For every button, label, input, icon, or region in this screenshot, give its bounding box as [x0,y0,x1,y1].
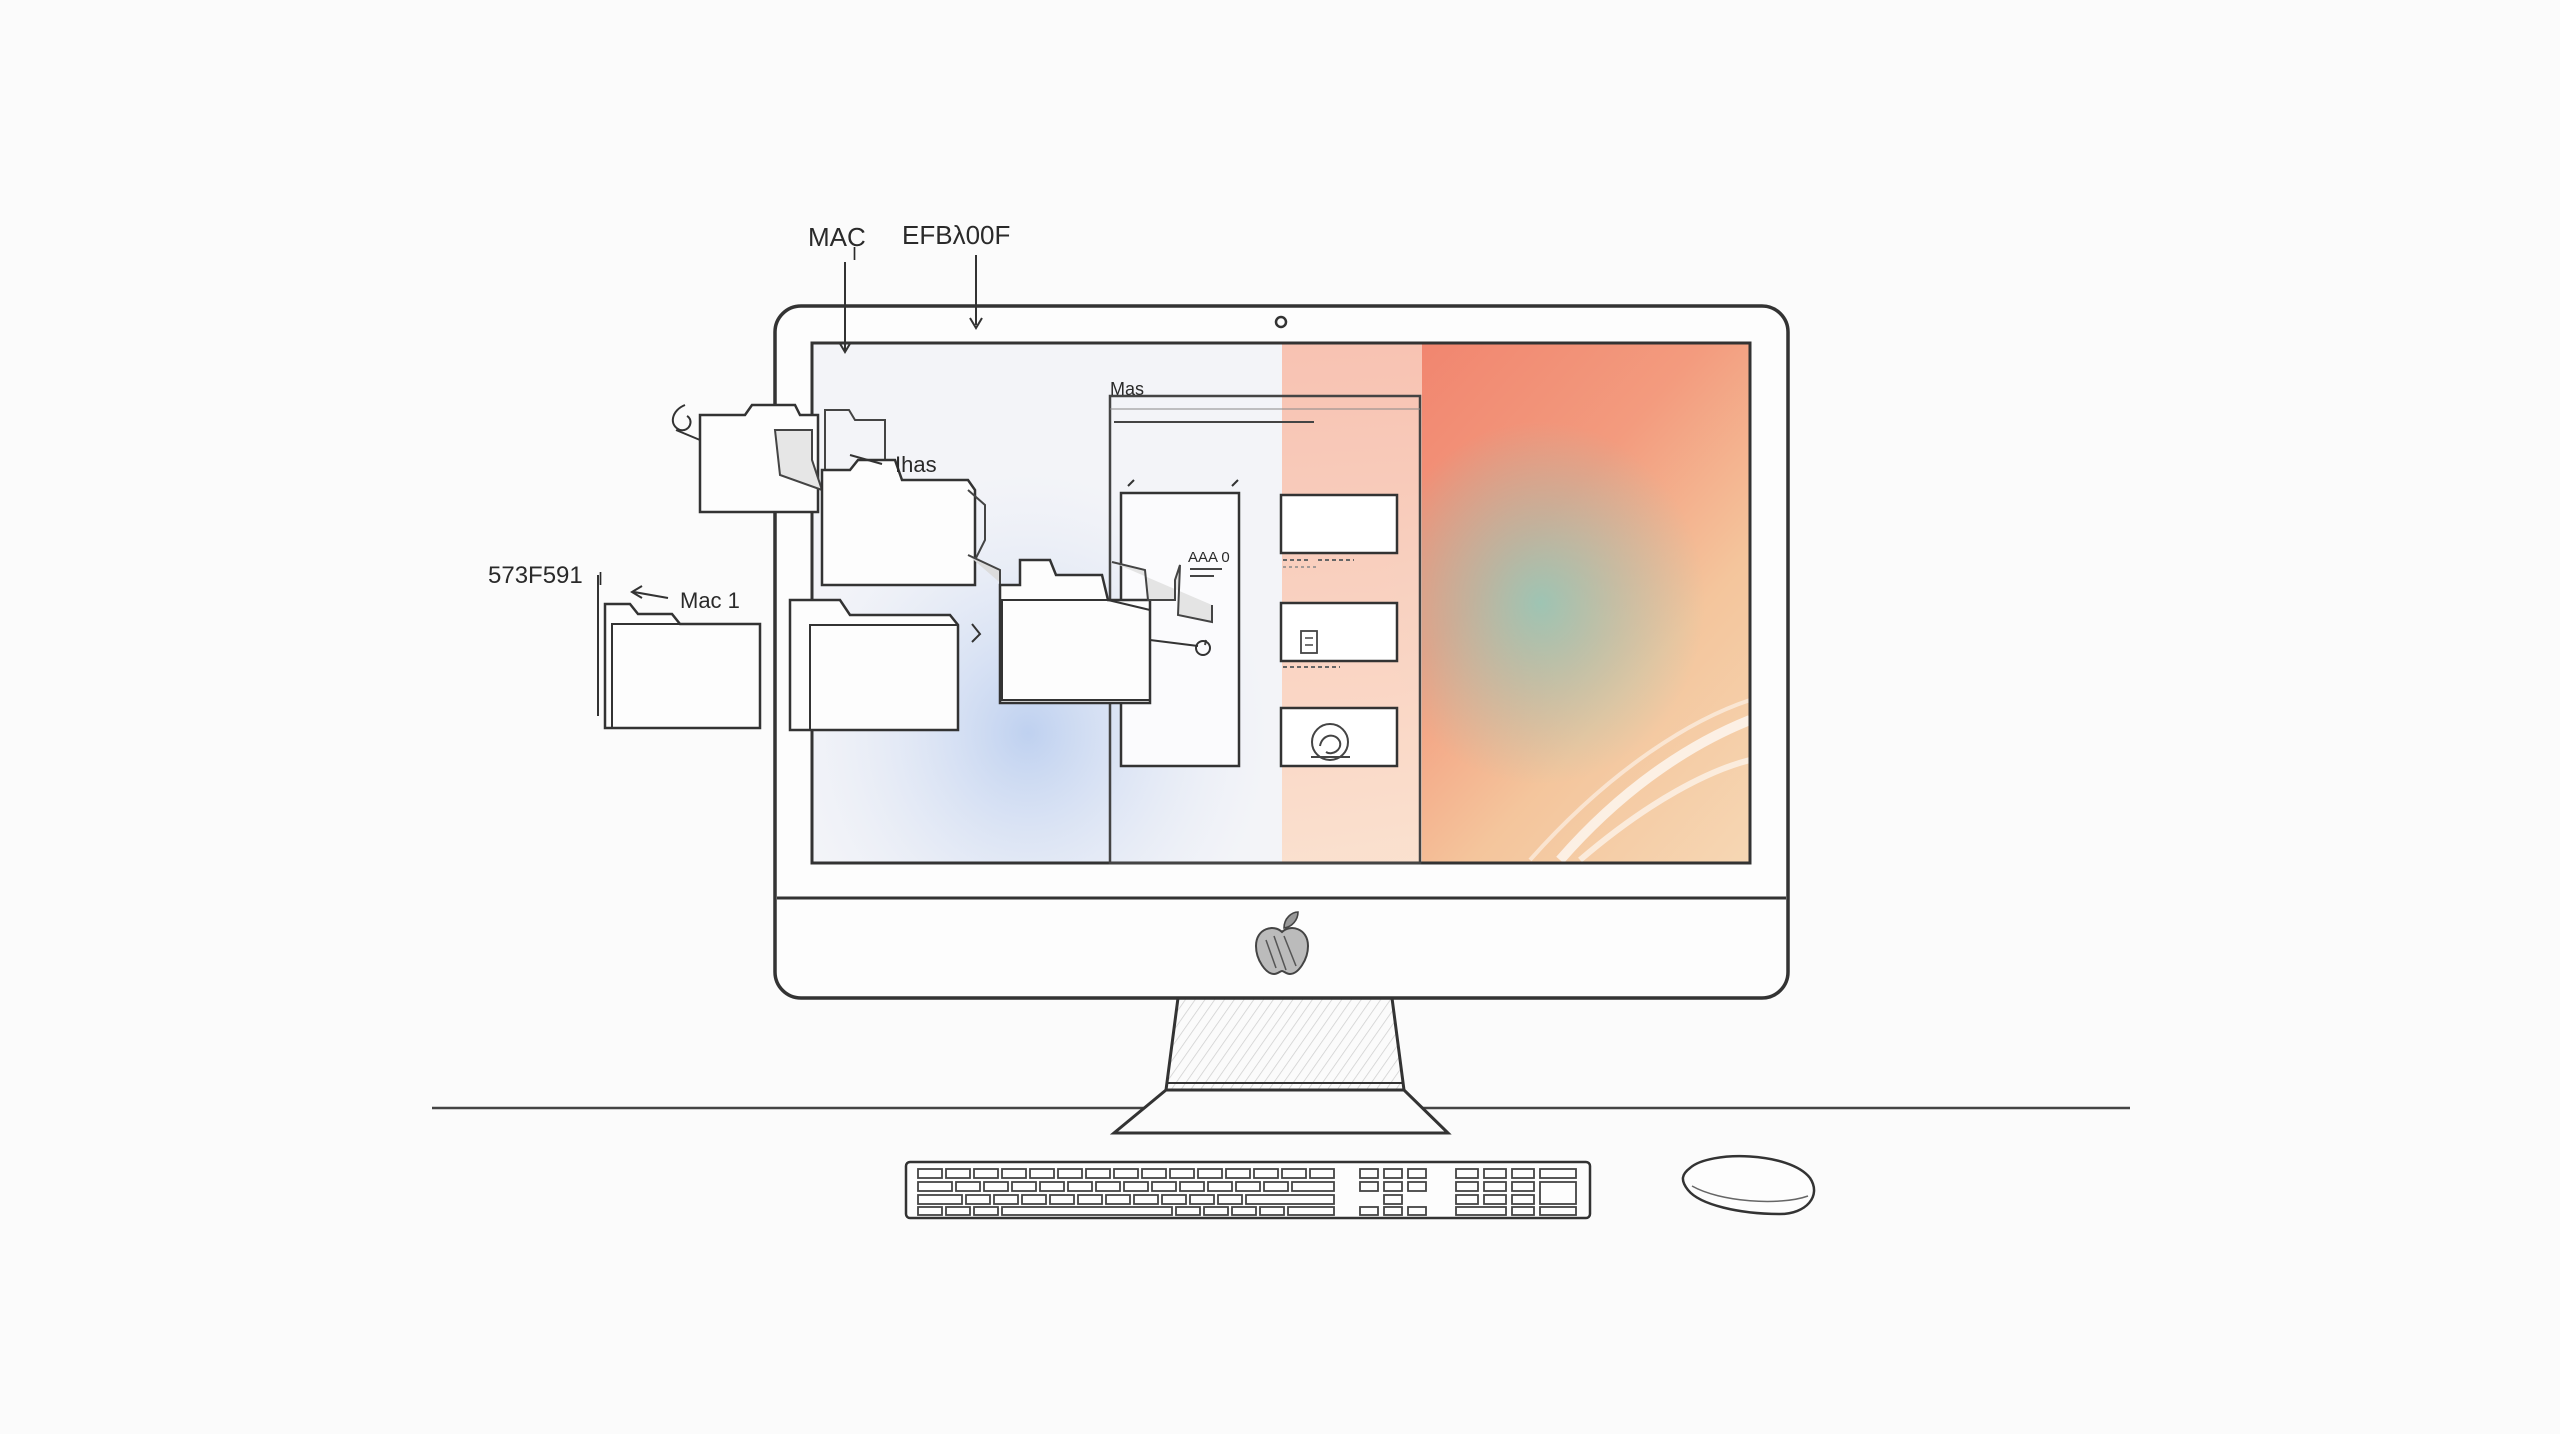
top-left-mark: I [852,244,857,264]
folder-icon[interactable] [998,558,1213,705]
keyboard[interactable] [904,1160,1592,1220]
left-code: 573F591 [488,562,583,589]
top-right-label: EFBλ00F [902,220,1010,250]
folder-callout-arrow [849,454,883,465]
folder-arrow [971,623,982,643]
left-callout: Mac 1 [680,588,740,613]
folder-icon[interactable] [820,458,986,587]
webcam-icon [1274,315,1288,329]
mouse[interactable] [1681,1154,1816,1216]
apple-logo-icon [1254,911,1310,976]
folder-callout: Ihas [895,452,937,477]
monitor-stand [1109,996,1452,1135]
folder-icon[interactable] [788,598,960,732]
thumbnail-3[interactable] [1279,706,1399,768]
left-code-mark: I [598,569,603,589]
panel-text: AAA 0 [1188,549,1230,566]
thumbnail-1[interactable] [1279,493,1399,568]
window-title: Mas [1110,379,1144,399]
left-callout-arrow [633,591,669,599]
apple-logo-icon [1311,723,1349,761]
top-left-label: MAC [808,222,866,252]
thumbnail-2[interactable] [1279,601,1399,668]
folder-icon[interactable] [671,403,824,514]
folder-icon[interactable] [597,575,762,730]
